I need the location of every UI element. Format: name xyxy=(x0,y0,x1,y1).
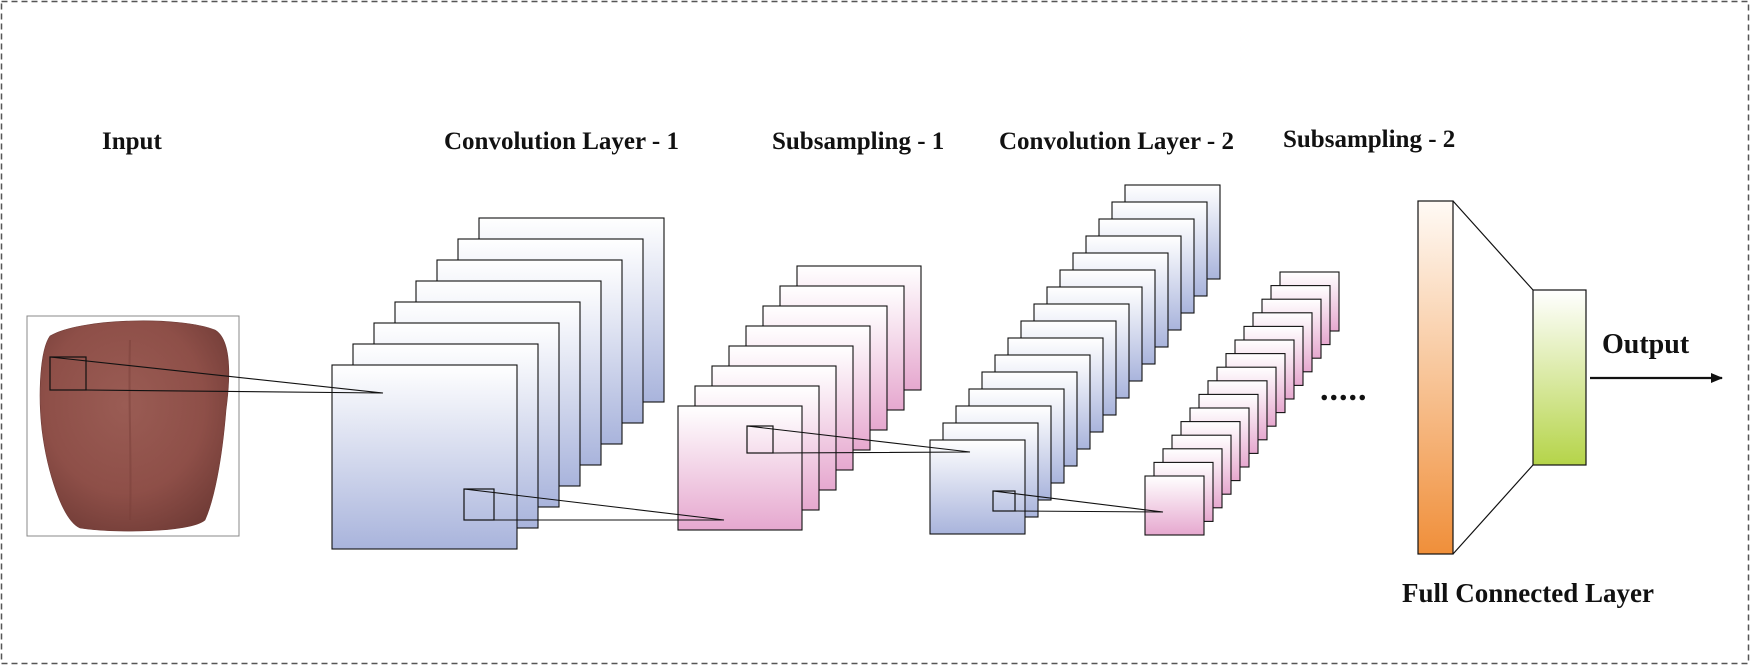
sub2-feature-map xyxy=(1144,475,1205,536)
projection-lines xyxy=(49,356,1164,521)
sub1-label: Subsampling - 1 xyxy=(772,128,945,155)
fc-layer-1 xyxy=(1417,200,1454,555)
fc-label: Full Connected Layer xyxy=(1402,578,1654,608)
sub1-feature-map xyxy=(677,405,803,531)
conv2-label: Convolution Layer - 2 xyxy=(999,128,1234,155)
input-receptive-field xyxy=(49,356,87,391)
sub1-feature-maps xyxy=(677,265,922,531)
sub2-feature-maps xyxy=(1144,271,1340,536)
conv1-feature-maps xyxy=(331,217,665,550)
sub2-label: Subsampling - 2 xyxy=(1283,126,1456,153)
conv2-feature-map xyxy=(929,439,1026,535)
output-label: Output xyxy=(1602,329,1690,360)
conv1-kernel-window xyxy=(463,488,495,521)
conv1-feature-map xyxy=(331,364,518,550)
ellipsis-dots: ..... xyxy=(1320,371,1368,408)
conv2-feature-maps xyxy=(929,184,1221,535)
fc-layer-2 xyxy=(1532,289,1587,466)
input-image xyxy=(26,315,240,537)
tongue-midline xyxy=(128,339,132,521)
conv2-kernel-window xyxy=(992,490,1016,512)
conv1-label: Convolution Layer - 1 xyxy=(444,128,679,155)
sub1-kernel-window xyxy=(746,425,774,454)
fully-connected-layer xyxy=(1417,200,1587,555)
tongue-image xyxy=(39,320,230,532)
input-label: Input xyxy=(102,128,162,155)
fc-connector xyxy=(1452,200,1534,555)
